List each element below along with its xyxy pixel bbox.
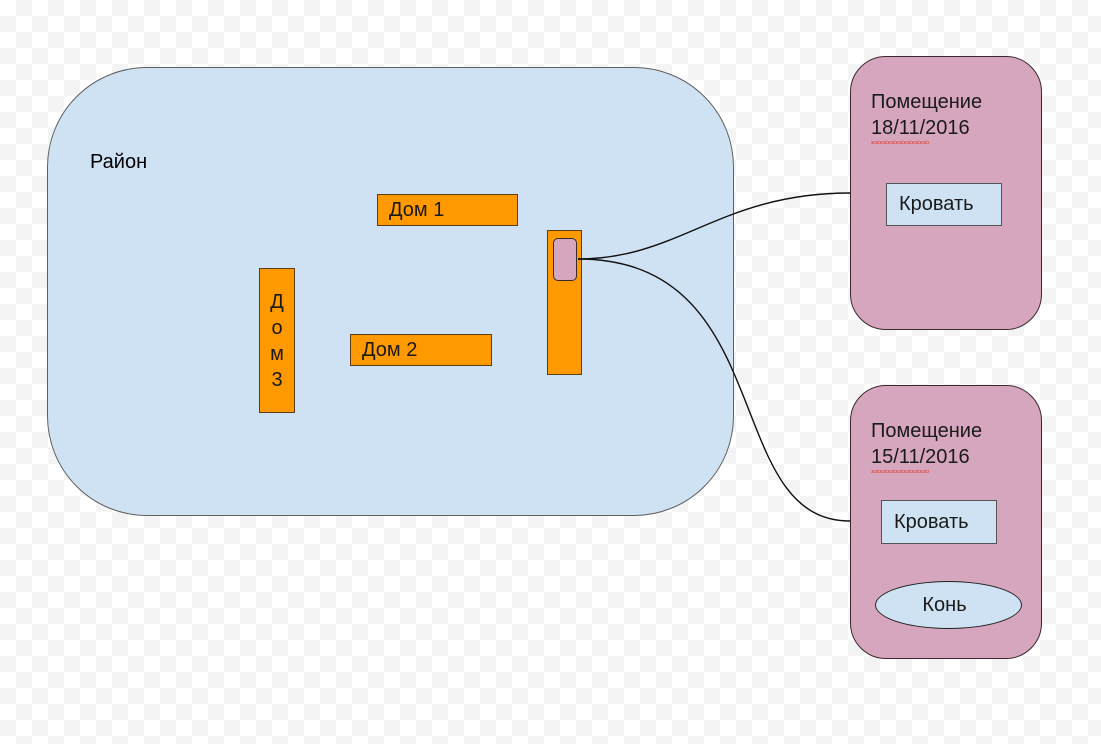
- house-3-shape[interactable]: Д о м 3: [259, 268, 295, 413]
- room-1-title: Помещение 18/11/2016: [871, 89, 983, 144]
- room-2-title: Помещение 15/11/2016: [871, 418, 983, 473]
- room-2-date-text: 15/11/2016: [871, 446, 970, 468]
- district-label: Район: [90, 151, 148, 173]
- spellcheck-underline: [871, 470, 929, 473]
- room-1-bed-label: Кровать: [899, 193, 974, 215]
- house-3-label-letter: 3: [271, 368, 283, 391]
- room-2-title-text: Помещение: [871, 420, 983, 442]
- room-1-date: 18/11/2016: [871, 115, 982, 144]
- spellcheck-underline: [871, 141, 929, 144]
- room-2-horse-label: Конь: [922, 594, 967, 616]
- house-3-label-letter: о: [271, 316, 283, 339]
- room-mini-shape[interactable]: [553, 238, 577, 281]
- house-2-label: Дом 2: [362, 339, 418, 361]
- house-1-shape[interactable]: Дом 1: [377, 194, 518, 226]
- house-3-label-letter: м: [270, 342, 284, 365]
- house-2-shape[interactable]: Дом 2: [350, 334, 492, 366]
- room-2-bed-label: Кровать: [894, 511, 969, 533]
- district-shape[interactable]: [47, 67, 734, 516]
- room-2-bed-shape[interactable]: Кровать: [881, 500, 997, 544]
- house-3-label-letter: Д: [270, 290, 284, 313]
- room-1-bed-shape[interactable]: Кровать: [886, 183, 1002, 226]
- room-2-horse-shape[interactable]: Конь: [875, 581, 1022, 629]
- room-1-date-text: 18/11/2016: [871, 117, 970, 139]
- room-2-date: 15/11/2016: [871, 444, 982, 473]
- room-1-title-text: Помещение: [871, 91, 983, 113]
- house-1-label: Дом 1: [389, 199, 445, 221]
